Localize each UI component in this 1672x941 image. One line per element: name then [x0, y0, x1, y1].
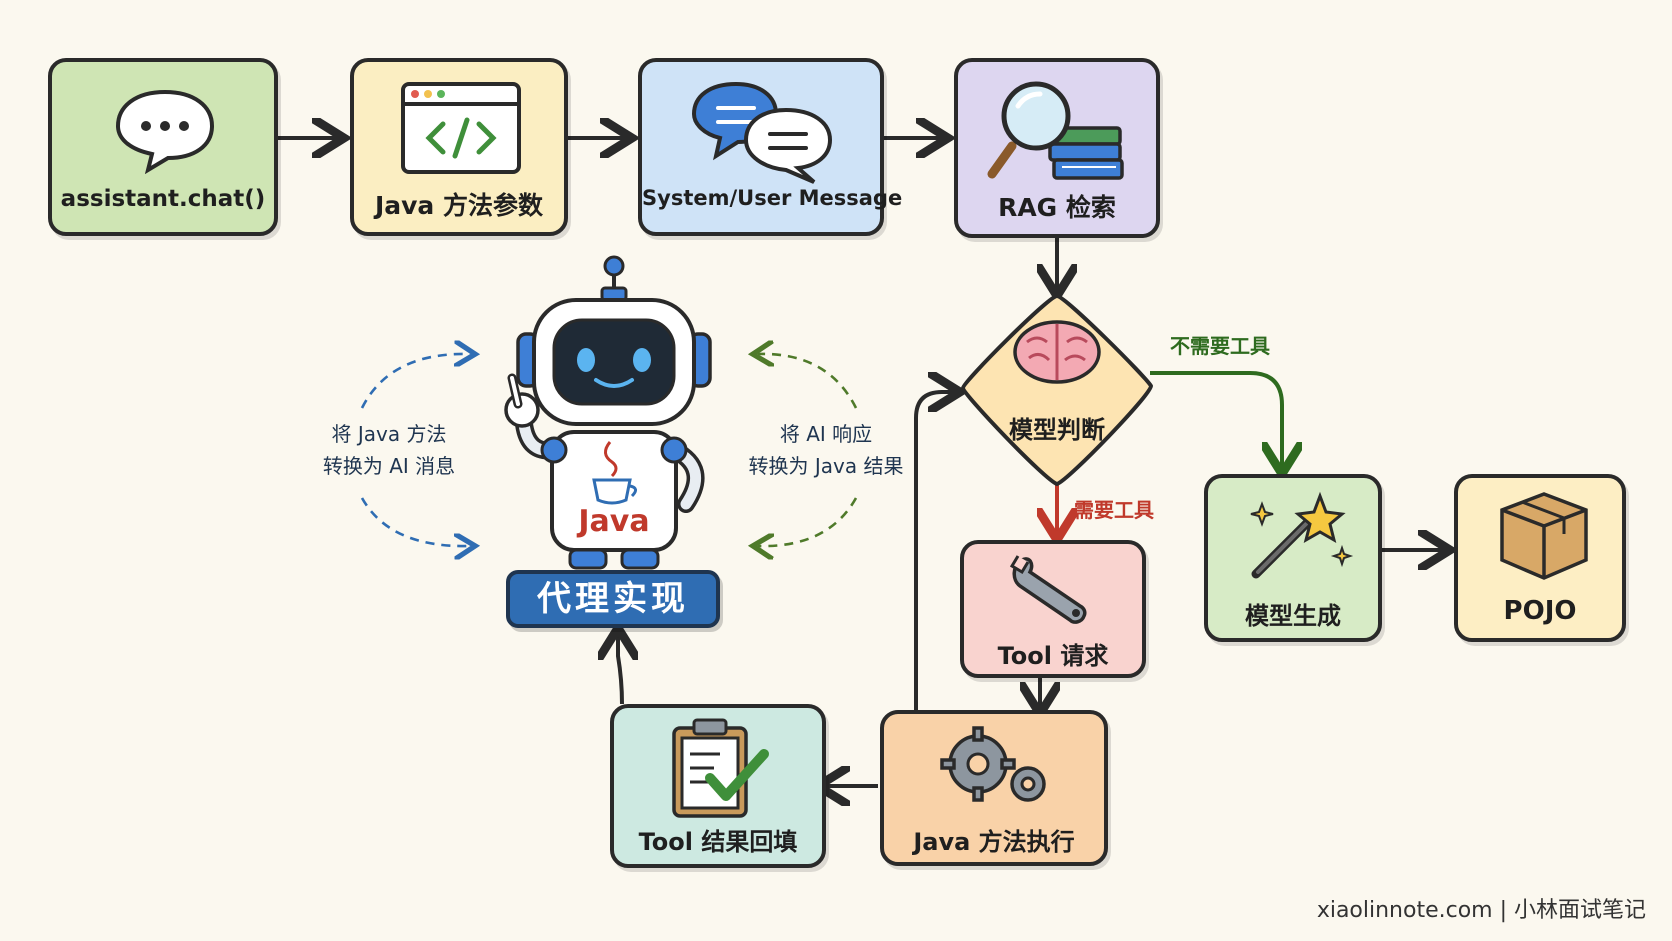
node-model-generate: 模型生成: [1204, 474, 1382, 642]
node-system-user-message: System/User Message: [638, 58, 903, 236]
left-caption-line-2: 转换为 AI 消息: [322, 454, 456, 478]
node-label: RAG 检索: [998, 193, 1116, 222]
node-label: Java 方法执行: [913, 828, 1075, 856]
edge-result-to-proxy: [618, 636, 622, 705]
left-dashed-arcs: [360, 354, 470, 546]
package-box-icon: [1500, 492, 1588, 580]
node-tool-request: Tool 请求: [960, 540, 1146, 678]
node-pojo: POJO: [1454, 474, 1626, 642]
gears-icon: [940, 726, 1046, 802]
node-java-params: Java 方法参数: [350, 58, 568, 236]
node-label: 模型生成: [1245, 602, 1341, 630]
brain-icon: [1013, 320, 1101, 384]
edge-exec-to-decision: [914, 392, 952, 712]
node-label: POJO: [1503, 596, 1577, 626]
node-label: Tool 请求: [997, 642, 1109, 670]
right-dashed-arcs: [758, 354, 858, 546]
node-label: assistant.chat(): [60, 186, 266, 212]
robot-icon: [504, 255, 712, 570]
chat-bubble-icon: [115, 89, 215, 174]
wrench-icon: [1009, 555, 1087, 624]
node-assistant-chat: assistant.chat(): [48, 58, 278, 236]
node-label-model-decision: 模型判断: [1009, 416, 1105, 444]
edge-label-need-tool: 需要工具: [1074, 498, 1154, 522]
right-caption: 将 AI 响应 转换为 Java 结果: [738, 418, 914, 482]
node-tool-result-backfill: Tool 结果回填: [610, 704, 826, 868]
footer-credit: xiaolinnote.com | 小林面试笔记: [1316, 898, 1646, 923]
right-caption-line-2: 转换为 Java 结果: [748, 454, 904, 478]
magnifier-books-icon: [987, 81, 1124, 180]
left-caption: 将 Java 方法 转换为 AI 消息: [314, 418, 464, 482]
clipboard-check-icon: [672, 718, 769, 818]
message-bubbles-icon: [691, 81, 833, 184]
node-rag-retrieval: RAG 检索: [954, 58, 1160, 238]
node-java-method-exec: Java 方法执行: [880, 710, 1108, 866]
node-label: Java 方法参数: [374, 191, 544, 220]
node-label: System/User Message: [642, 186, 903, 210]
node-label: Tool 结果回填: [638, 828, 798, 856]
code-window-icon: [401, 82, 521, 174]
right-caption-line-1: 将 AI 响应: [779, 422, 873, 446]
edge-label-no-tool: 不需要工具: [1170, 334, 1270, 358]
magic-wand-icon: [1250, 491, 1354, 579]
left-caption-line-1: 将 Java 方法: [331, 422, 447, 446]
edge-decision-to-generate: [1150, 371, 1282, 466]
proxy-badge: 代理实现: [506, 570, 720, 628]
node-model-decision: [960, 293, 1154, 487]
robot-chest-label: Java: [578, 504, 650, 539]
